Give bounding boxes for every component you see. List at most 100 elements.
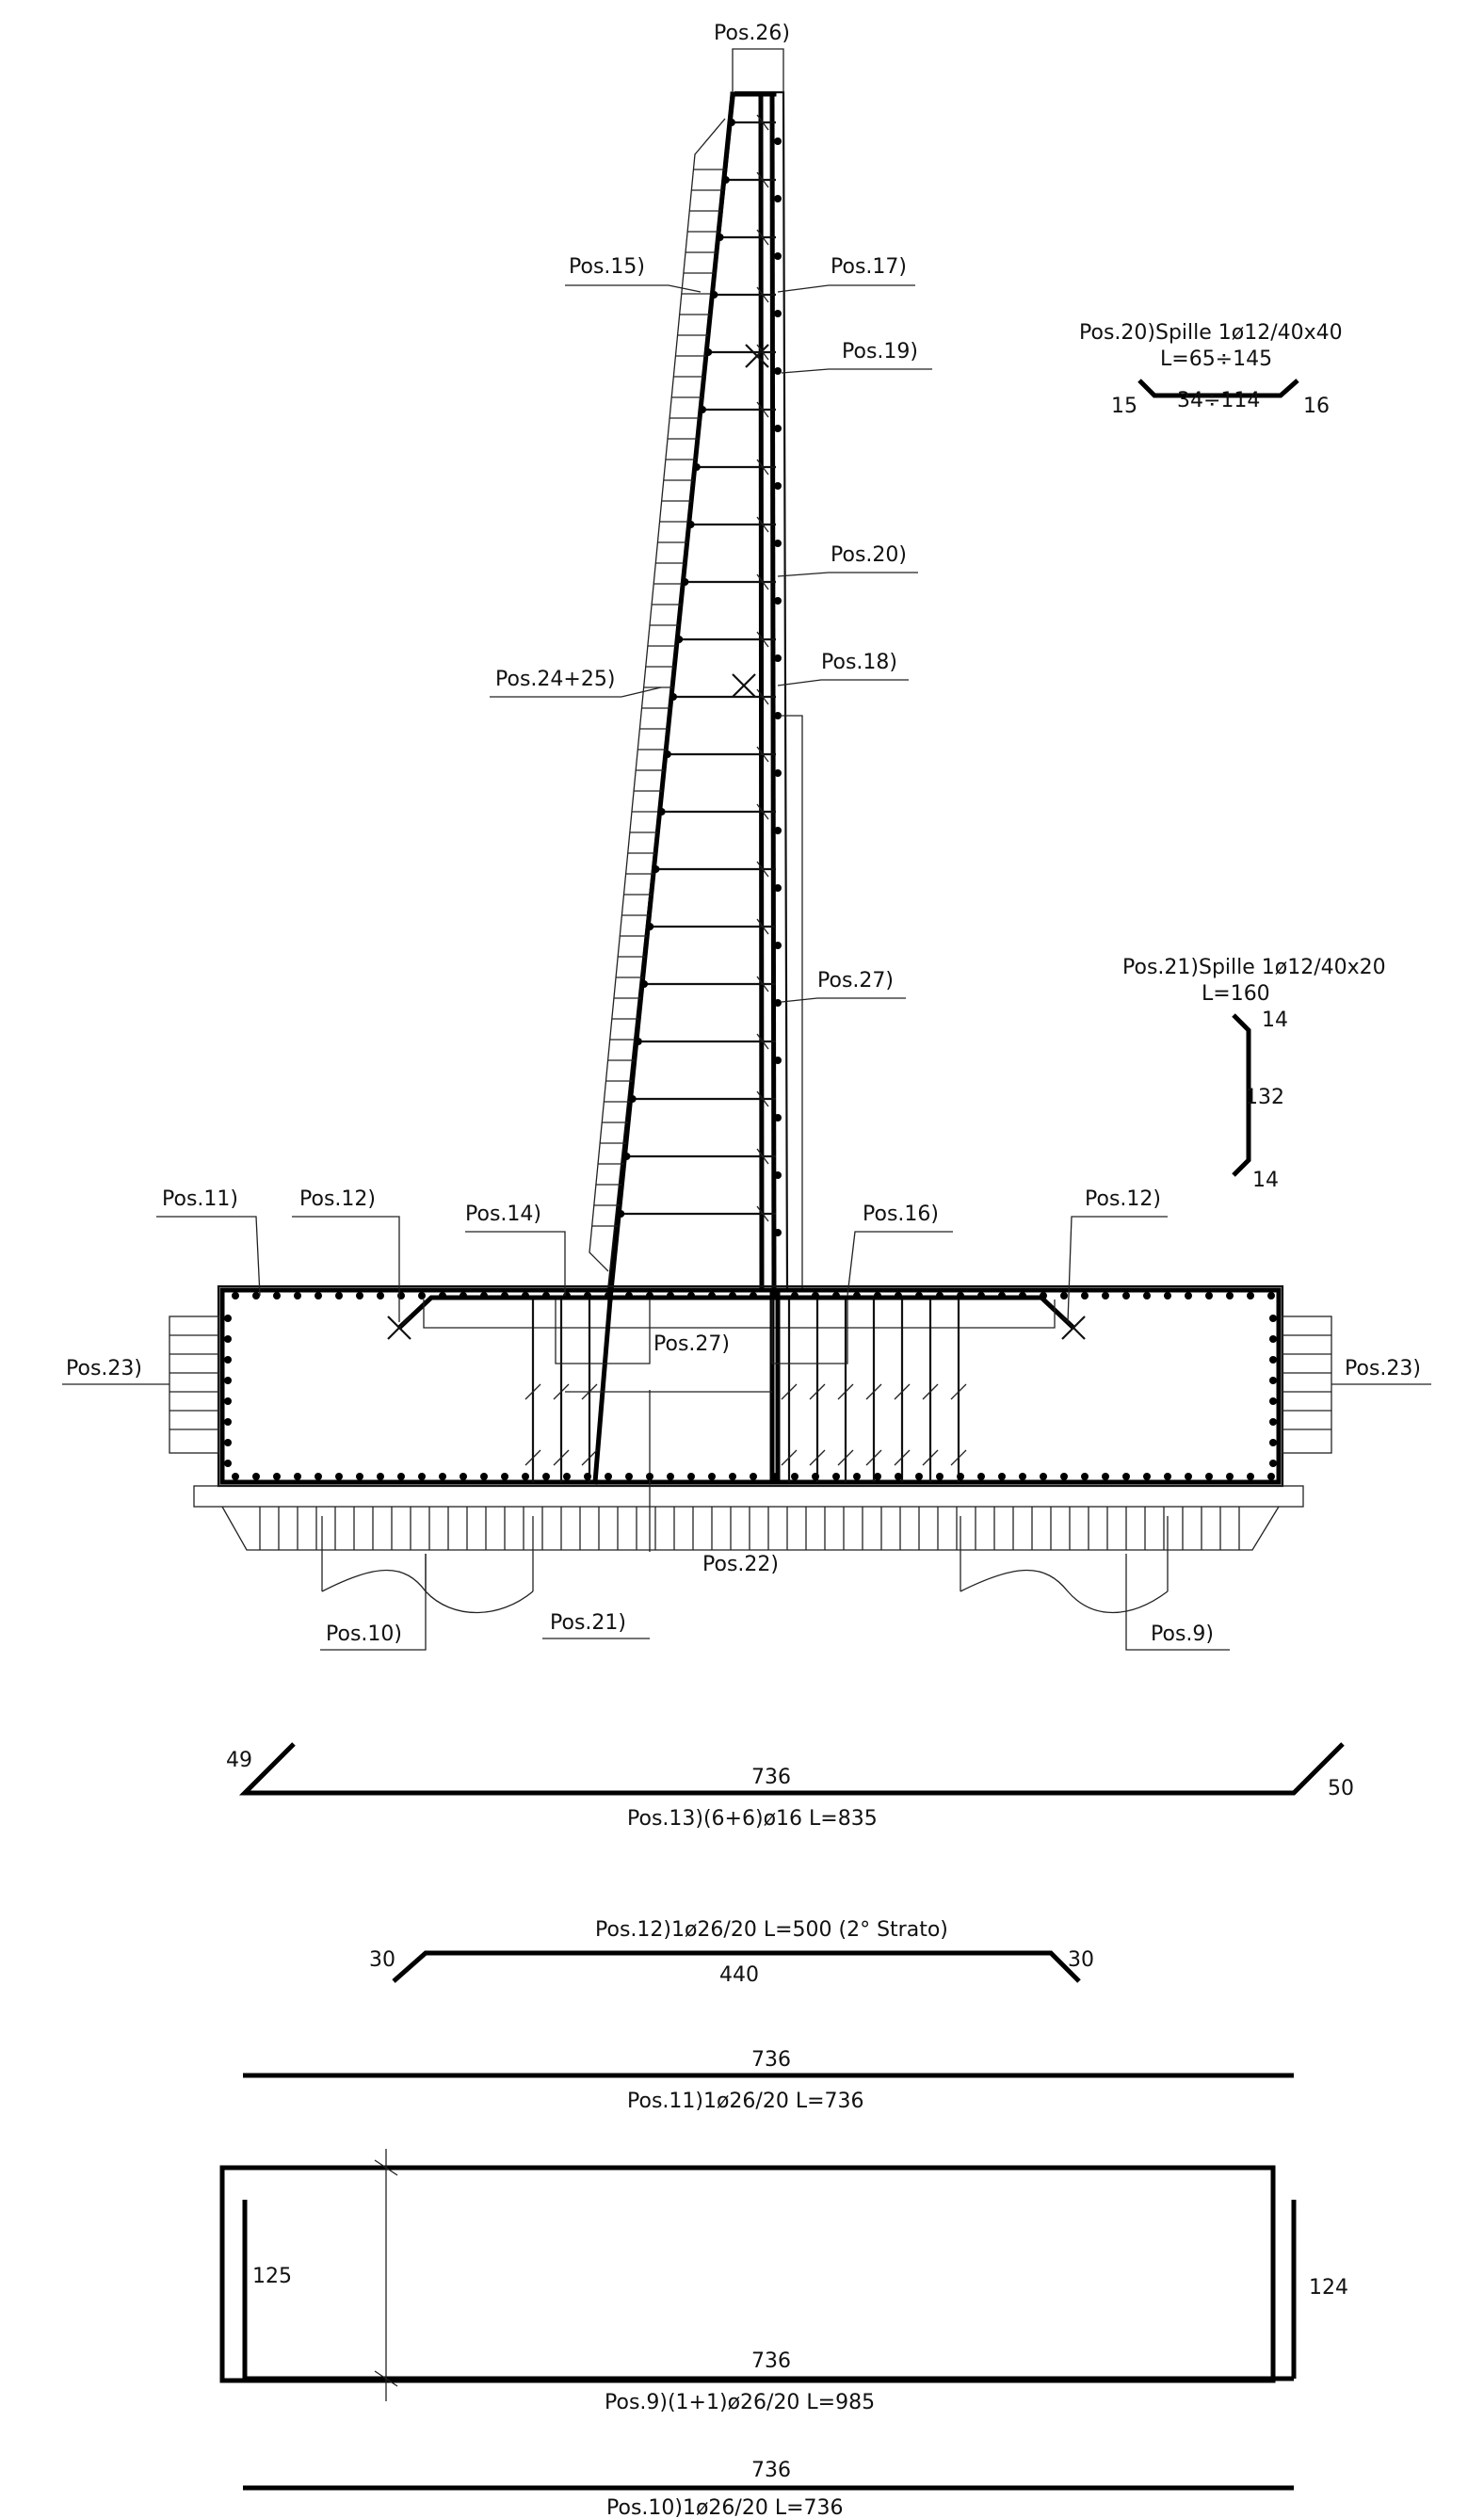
wall-bar-dot bbox=[774, 999, 782, 1007]
wall-bar-dot bbox=[774, 942, 782, 949]
footing-top-dot bbox=[1081, 1292, 1089, 1299]
footing-side-dot bbox=[224, 1335, 232, 1343]
wall-bar-dot bbox=[774, 1171, 782, 1179]
footing-top-dot bbox=[853, 1292, 861, 1299]
footing-top-dot bbox=[480, 1292, 488, 1299]
footing-outline bbox=[217, 1284, 1284, 1488]
wall-stirrup-tick bbox=[756, 861, 769, 878]
footing-bottom-dot bbox=[915, 1473, 923, 1480]
front-bar-into-footing bbox=[592, 1297, 613, 1485]
footing-bottom-dot bbox=[1205, 1473, 1213, 1480]
foot-stirrup-tick bbox=[922, 1383, 939, 1400]
footing-bottom-dot bbox=[252, 1473, 260, 1480]
pos10-curve bbox=[321, 1569, 534, 1614]
footing-bottom-dot bbox=[356, 1473, 363, 1480]
wall-bar-dot bbox=[774, 654, 782, 662]
foot-stirrup-tick bbox=[837, 1449, 854, 1466]
label-pos24-25: Pos.24+25) bbox=[495, 668, 615, 691]
footing-bottom-dot bbox=[998, 1473, 1006, 1480]
footing-bottom-dot bbox=[1019, 1473, 1026, 1480]
footing-bottom-dot bbox=[667, 1473, 674, 1480]
footing-side-dot bbox=[1269, 1356, 1277, 1364]
footing-bottom-dot bbox=[1267, 1473, 1275, 1480]
footing-side-dot bbox=[224, 1315, 232, 1322]
foot-stirrup-tick bbox=[950, 1449, 967, 1466]
wall-stirrup-tick bbox=[756, 803, 769, 820]
wall-bar-dot bbox=[669, 693, 677, 701]
pos13-left: 49 bbox=[226, 1749, 252, 1772]
footing-top-dot bbox=[584, 1292, 591, 1299]
footing-top-dot bbox=[625, 1292, 633, 1299]
label-pos27-top: Pos.27) bbox=[817, 969, 894, 993]
spille21-title: Pos.21)Spille 1ø12/40x20 bbox=[1122, 956, 1386, 979]
wall-bar-dot bbox=[704, 348, 713, 356]
footing-top-dot bbox=[1226, 1292, 1234, 1299]
footing-bottom-dot bbox=[315, 1473, 322, 1480]
wall-stirrups bbox=[617, 114, 782, 1236]
foot-stirrup-tick bbox=[837, 1383, 854, 1400]
label-pos20: Pos.20) bbox=[831, 543, 907, 567]
footing-bottom-dot bbox=[770, 1473, 778, 1480]
wall-bar-dot bbox=[681, 578, 689, 586]
foot-stirrup-tick bbox=[809, 1383, 826, 1400]
wall-bar-dot bbox=[634, 1038, 642, 1045]
wall-bar-dot bbox=[692, 463, 701, 471]
pos27-stem-line bbox=[780, 715, 803, 1290]
footing-side-dot bbox=[1269, 1439, 1277, 1446]
bar-pos12: Pos.12)1ø26/20 L=500 (2° Strato) 30 440 … bbox=[369, 1918, 1094, 1987]
label-pos22: Pos.22) bbox=[702, 1553, 779, 1576]
footing-top-dot bbox=[687, 1292, 695, 1299]
foot-stirrup-tick bbox=[922, 1449, 939, 1466]
pos9-middle: 736 bbox=[751, 2349, 791, 2373]
footing-bottom-dot bbox=[1164, 1473, 1171, 1480]
footing-top-dot bbox=[1143, 1292, 1151, 1299]
bar-pos10: 736 Pos.10)1ø26/20 L=736 bbox=[243, 2459, 1294, 2518]
wall-bar-dot bbox=[657, 808, 666, 815]
footing-top-dot bbox=[667, 1292, 674, 1299]
spille-20-detail: Pos.20)Spille 1ø12/40x40 L=65÷145 15 34÷… bbox=[1079, 321, 1343, 418]
footing-side-dot bbox=[1269, 1335, 1277, 1343]
leader-pos15 bbox=[565, 284, 702, 293]
footing-bottom-dot bbox=[812, 1473, 819, 1480]
pos23-right-box bbox=[1282, 1315, 1332, 1454]
pos12-caption: Pos.12)1ø26/20 L=500 (2° Strato) bbox=[595, 1918, 948, 1942]
footing-bottom-dot bbox=[605, 1473, 612, 1480]
footing-bottom-dot bbox=[1226, 1473, 1234, 1480]
footing-side-dot bbox=[224, 1418, 232, 1426]
footing-bottom-dot bbox=[542, 1473, 550, 1480]
rebar-dots bbox=[224, 344, 1277, 1480]
footing-top-dot bbox=[1040, 1292, 1047, 1299]
footing-bottom-dot bbox=[439, 1473, 446, 1480]
footing-top-dot bbox=[501, 1292, 508, 1299]
label-pos12-left: Pos.12) bbox=[299, 1187, 376, 1211]
footing-bottom-dot bbox=[936, 1473, 944, 1480]
pos27-loop-left bbox=[555, 1299, 651, 1364]
leader-pos17 bbox=[777, 284, 915, 293]
wall-stirrup-tick bbox=[756, 1205, 769, 1222]
labels: Pos.26) Pos.15) Pos.17) Pos.19) Pos.20) … bbox=[62, 22, 1431, 1651]
label-pos11: Pos.11) bbox=[162, 1187, 238, 1211]
pos26-bracket bbox=[732, 48, 784, 92]
pos27-base-line bbox=[423, 1299, 1056, 1329]
footing-side-dot bbox=[224, 1397, 232, 1405]
footing-top-dot bbox=[439, 1292, 446, 1299]
pos9-right: 124 bbox=[1309, 2276, 1348, 2300]
footing-top-dot bbox=[335, 1292, 343, 1299]
footing bbox=[169, 344, 1332, 1614]
wall-bar-dot bbox=[774, 252, 782, 260]
wall-stirrup-tick bbox=[756, 229, 769, 246]
spille20-middle: 34÷114 bbox=[1177, 389, 1260, 412]
footing-bottom-dot bbox=[957, 1473, 964, 1480]
footing-top-dot bbox=[1102, 1292, 1109, 1299]
wall-bar-dot bbox=[774, 597, 782, 605]
footing-bottom-dot bbox=[1185, 1473, 1192, 1480]
footing-top-dot bbox=[1164, 1292, 1171, 1299]
footing-side-dot bbox=[224, 1377, 232, 1384]
spille20-length: L=65÷145 bbox=[1160, 347, 1272, 371]
pos10-caption: Pos.10)1ø26/20 L=736 bbox=[606, 2496, 844, 2518]
wall-stirrup-tick bbox=[756, 976, 769, 993]
footing-side-dot bbox=[1269, 1460, 1277, 1467]
wall-bar-dot bbox=[774, 1114, 782, 1122]
side-hatch bbox=[169, 1334, 1331, 1430]
footing-top-dot bbox=[729, 1292, 736, 1299]
